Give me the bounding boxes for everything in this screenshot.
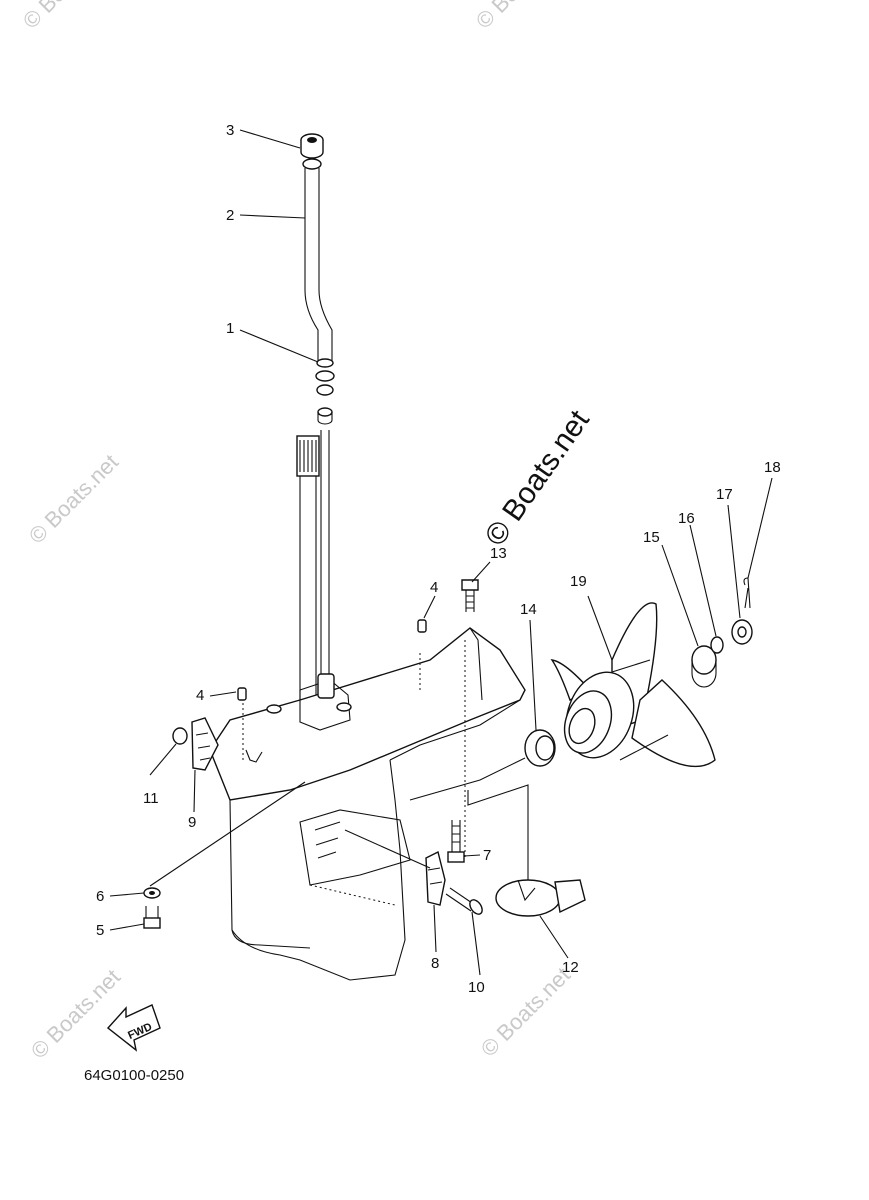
callout-4-lower: 4: [196, 687, 204, 704]
callout-18: 18: [764, 459, 781, 476]
callout-2: 2: [226, 207, 234, 224]
callout-7: 7: [483, 847, 491, 864]
drive-shaft: [296, 430, 330, 700]
water-tube-assembly: [300, 133, 335, 425]
callout-19: 19: [570, 573, 587, 590]
callout-16: 16: [678, 510, 695, 527]
callout-1: 1: [226, 320, 234, 337]
propeller: [550, 602, 716, 768]
callout-12: 12: [562, 959, 579, 976]
callout-10: 10: [468, 979, 485, 996]
watermark-bottom-middle: © Boats.net: [476, 962, 575, 1061]
part-number: 64G0100-0250: [84, 1067, 184, 1084]
watermark-top-left: © Boats.net: [18, 0, 117, 34]
leader-lines: [109, 129, 773, 976]
callout-9: 9: [188, 814, 196, 831]
callout-5: 5: [96, 922, 104, 939]
watermark-top-middle: © Boats.net: [471, 0, 570, 34]
small-parts: [143, 577, 753, 929]
callout-11: 11: [143, 790, 159, 807]
callout-3: 3: [226, 122, 234, 139]
watermark-left: © Boats.net: [24, 449, 123, 548]
callout-13: 13: [490, 545, 507, 562]
callout-8: 8: [431, 955, 439, 972]
callout-4-upper: 4: [430, 579, 438, 596]
callout-6: 6: [96, 888, 104, 905]
watermark-bottom-left: © Boats.net: [26, 964, 125, 1063]
callout-14: 14: [520, 601, 537, 618]
callout-15: 15: [643, 529, 660, 546]
fwd-arrow: FWD: [106, 1004, 161, 1052]
callout-17: 17: [716, 486, 733, 503]
callout-labels: 1 2 3 4 4 5 6 7 8 9 10 11 12 13 14 15 16…: [96, 122, 781, 996]
lower-casing: [209, 627, 526, 981]
watermark-center: © Boats.net: [479, 404, 597, 552]
